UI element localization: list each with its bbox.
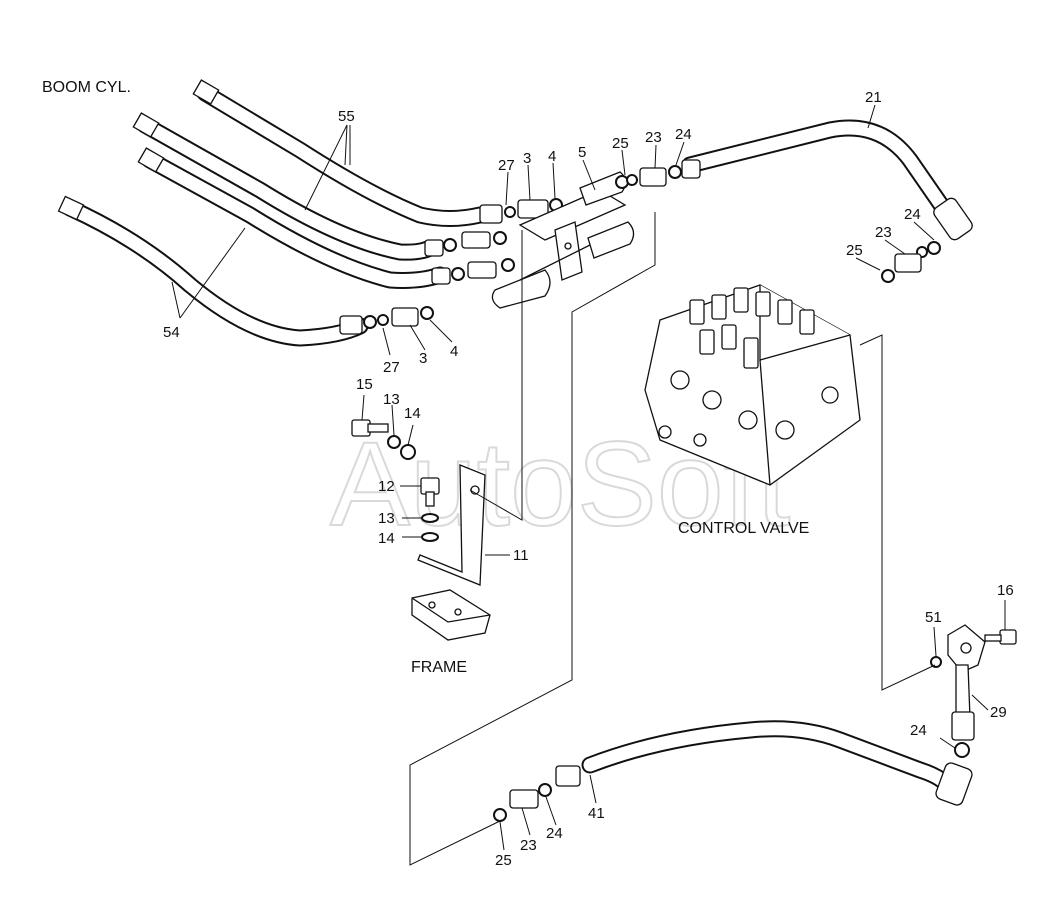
fittings-left — [339, 198, 563, 335]
hose-21 — [681, 119, 973, 241]
leader-lines — [171, 104, 1006, 851]
frame-plate — [411, 589, 491, 641]
callout-12: 12 — [378, 478, 395, 495]
fittings-21-top — [615, 159, 701, 189]
caption-control-valve: CONTROL VALVE — [678, 520, 809, 537]
hose-55-upper — [196, 84, 489, 227]
callout-4-top: 4 — [548, 148, 556, 165]
callout-27-top: 27 — [498, 157, 515, 174]
routing-lines — [409, 212, 936, 866]
callout-51: 51 — [925, 609, 942, 626]
callout-13-top: 13 — [383, 391, 400, 408]
callout-25-right: 25 — [846, 242, 863, 259]
hose-end-caps — [57, 79, 220, 221]
callout-21: 21 — [865, 89, 882, 106]
callout-11: 11 — [513, 547, 529, 564]
callout-24-right: 24 — [904, 206, 921, 223]
callout-4-bottom: 4 — [450, 343, 458, 360]
fittings-21-right — [881, 241, 941, 283]
fittings-41 — [493, 765, 581, 822]
callout-55: 55 — [338, 108, 355, 125]
callout-13-bottom: 13 — [378, 510, 395, 527]
hose-54-upper — [141, 151, 449, 289]
callout-54: 54 — [163, 324, 180, 341]
callout-5: 5 — [578, 144, 586, 161]
callout-29: 29 — [990, 704, 1007, 721]
callout-14-bottom: 14 — [378, 530, 395, 547]
hose-55-lower — [136, 116, 439, 261]
flange-29 — [930, 624, 986, 741]
callout-25-top: 25 — [612, 135, 629, 152]
callout-15: 15 — [356, 376, 373, 393]
callout-23-right: 23 — [875, 224, 892, 241]
callout-23-bottom: 23 — [520, 837, 537, 854]
callout-41: 41 — [588, 805, 605, 822]
hose-54-lower — [61, 199, 369, 347]
callout-14-top: 14 — [404, 405, 421, 422]
control-valve — [644, 284, 861, 486]
callout-24-bottom: 24 — [546, 825, 563, 842]
callout-23-top: 23 — [645, 129, 662, 146]
callout-3-bottom: 3 — [419, 350, 427, 367]
callout-27-bottom: 27 — [383, 359, 400, 376]
callout-16: 16 — [997, 582, 1014, 599]
callout-25-bottom: 25 — [495, 852, 512, 869]
callout-24-top: 24 — [675, 126, 692, 143]
callout-3-top: 3 — [523, 150, 531, 167]
manifold-block-5 — [491, 171, 635, 309]
hose-41 — [581, 720, 973, 806]
caption-boom-cyl: BOOM CYL. — [42, 79, 131, 96]
callout-labels: 55 54 21 27 3 4 5 25 23 24 24 23 25 27 3… — [163, 89, 1014, 869]
caption-frame: FRAME — [411, 659, 467, 676]
callout-24-flange: 24 — [910, 722, 927, 739]
